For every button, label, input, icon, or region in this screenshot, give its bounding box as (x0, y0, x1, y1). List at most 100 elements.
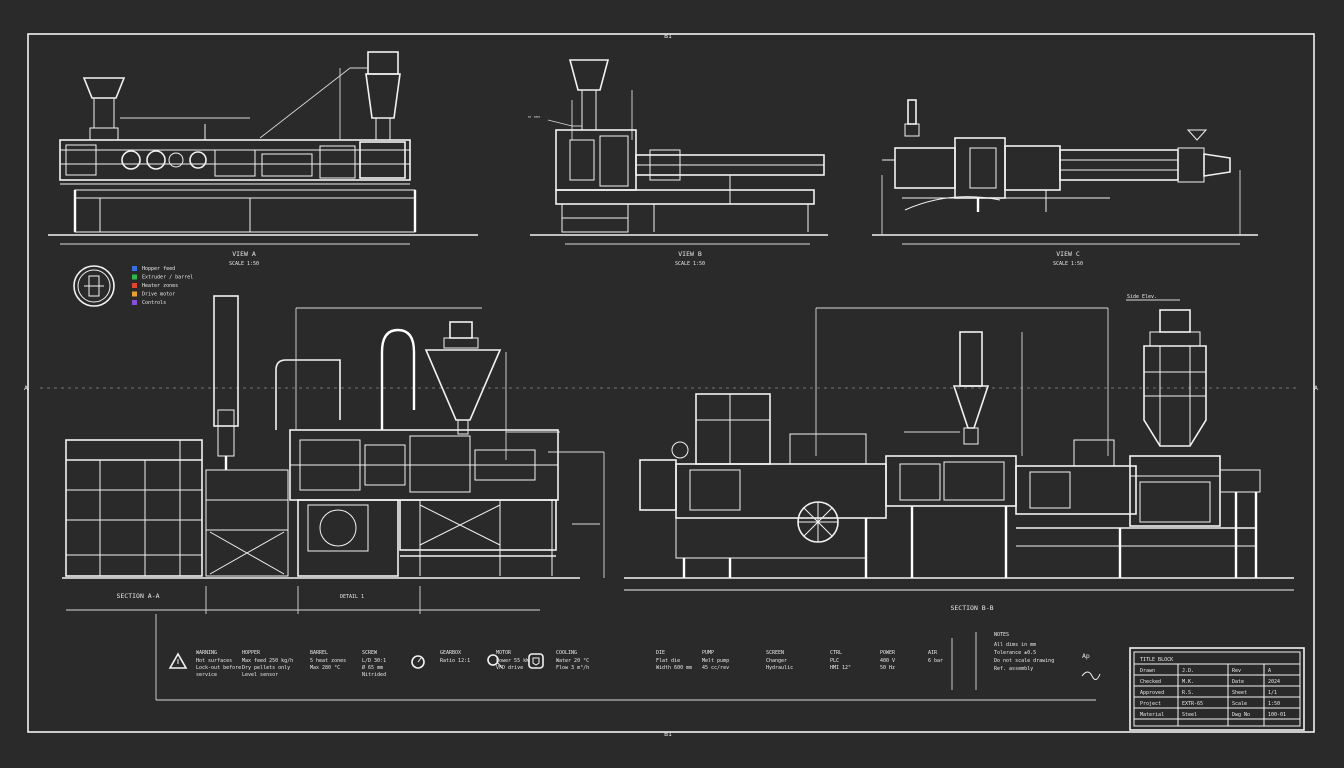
legend-swatch (132, 300, 137, 305)
legend-label: Hopper feed (142, 266, 175, 272)
section-a-caption: SECTION A-A (116, 592, 159, 600)
title-block-cell: Material (1140, 712, 1164, 718)
legend-label: Extruder / barrel (142, 275, 193, 281)
remarks-line: All dims in mm (994, 642, 1036, 648)
remarks-title: NOTES (994, 632, 1009, 638)
view-top-right: VIEW C SCALE 1:50 (872, 99, 1258, 267)
note-block-line: Dry pellets only (242, 665, 290, 671)
note-block-title: GEARBOX (440, 650, 461, 656)
note-block-line: VFD drive (496, 665, 523, 671)
legend-swatch (132, 291, 137, 297)
note-block-line: Ø 65 mm (362, 664, 383, 671)
note-block-title: DIE (656, 650, 665, 656)
view-a-caption: VIEW A (232, 250, 256, 258)
remarks-line: Tolerance ±0.5 (994, 650, 1036, 656)
view-a-scale: SCALE 1:50 (229, 261, 259, 267)
note-block-line: Water 20 °C (556, 658, 589, 664)
notes-area: Ap NOTES All dims in mm Tolerance ±0.5 Do … (155, 614, 1101, 701)
note-block-line: Changer (766, 658, 787, 664)
title-block-cell: Date (1232, 679, 1244, 685)
note-block-line: L/D 30:1 (362, 658, 386, 664)
note-block-line: 50 Hz (880, 665, 895, 671)
section-left: SECTION A-A DETAIL 1 (62, 295, 605, 614)
note-block-line: 5 heat zones (310, 658, 346, 664)
title-block-cell: Steel (1182, 712, 1197, 718)
section-b-caption: SECTION B-B (950, 604, 993, 612)
title-block-cell: Approved (1140, 690, 1164, 696)
note-block-title: CTRL (830, 650, 842, 656)
title-block-cell: 1/1 (1268, 690, 1277, 696)
title-block-row: Material Steel Dwg No 100-01 (1134, 712, 1300, 720)
view-top-left: VIEW A SCALE 1:50 (48, 51, 478, 267)
note-block-line: Melt pump (702, 658, 729, 664)
legend-swatch (132, 283, 137, 288)
title-block-cell: Project (1140, 701, 1161, 707)
title-block-cell: Checked (1140, 679, 1161, 685)
title-block-cell: Dwg No (1232, 712, 1250, 718)
gauge-icon (411, 655, 425, 669)
view-c-scale: SCALE 1:50 (1053, 261, 1083, 267)
legend-swatch (132, 266, 137, 271)
note-block-line: 400 V (880, 658, 895, 664)
title-block-cell: 1:50 (1268, 701, 1280, 707)
title-block-cell: 2024 (1268, 679, 1280, 685)
warning-triangle-icon (168, 652, 188, 669)
note-block-title: POWER (880, 650, 896, 656)
frame-mark-bottom: B1 (664, 730, 672, 738)
note-block: POWER 400 V50 Hz (880, 650, 896, 671)
note-block-title: AIR (928, 650, 938, 656)
view-c-caption: VIEW C (1056, 250, 1080, 258)
note-block-title: COOLING (556, 650, 577, 656)
note-block-title: MOTOR (496, 650, 512, 656)
view-b-callout: ▭ ▭▭ (528, 114, 540, 120)
section-right: Side Elev. SECTION B-B (624, 294, 1294, 612)
legend-label: Drive motor (142, 292, 175, 298)
legend-swatch (132, 274, 137, 280)
note-block-line: Level sensor (242, 672, 278, 678)
remarks-line: Do not scale drawing (994, 658, 1054, 664)
note-block-line: PLC (830, 658, 839, 664)
note-block-line: Width 600 mm (656, 665, 692, 671)
note-block-title: WARNING (196, 650, 217, 656)
title-block-cell: R.S. (1182, 690, 1194, 696)
note-block-line: Flow 3 m³/h (556, 665, 589, 671)
note-block-line: Flat die (656, 658, 680, 664)
title-block-header: TITLE BLOCK (1140, 657, 1173, 663)
note-block-line: Lock-out before (196, 665, 241, 671)
notes-sign-label: Ap (1082, 652, 1090, 660)
view-b-caption: VIEW B (678, 250, 702, 258)
note-block-line: Hydraulic (766, 665, 793, 671)
title-block-cell: 100-01 (1268, 712, 1286, 718)
note-block-line: Nitrided (362, 672, 386, 678)
title-block-cell: J.D. (1182, 668, 1194, 674)
title-block-cell: A (1268, 668, 1271, 674)
title-block-cell: Rev (1232, 668, 1241, 674)
note-block-line: Max 280 °C (310, 665, 340, 671)
note-block-line: Ratio 12:1 (440, 658, 470, 664)
note-block-title: SCREW (362, 650, 378, 656)
shield-icon (528, 653, 544, 669)
note-block-line: HMI 12" (830, 665, 851, 671)
section-b-header: Side Elev. (1127, 294, 1157, 300)
note-block-line: 45 cc/rev (702, 665, 729, 671)
frame-mark-top: B1 (664, 32, 672, 40)
note-block-line: service (196, 672, 217, 678)
view-top-middle: ▭ ▭▭ VIEW B SCALE 1:50 (528, 59, 828, 267)
remarks-line: Ref. assembly (994, 666, 1033, 672)
title-block-cell: Scale (1232, 701, 1247, 707)
